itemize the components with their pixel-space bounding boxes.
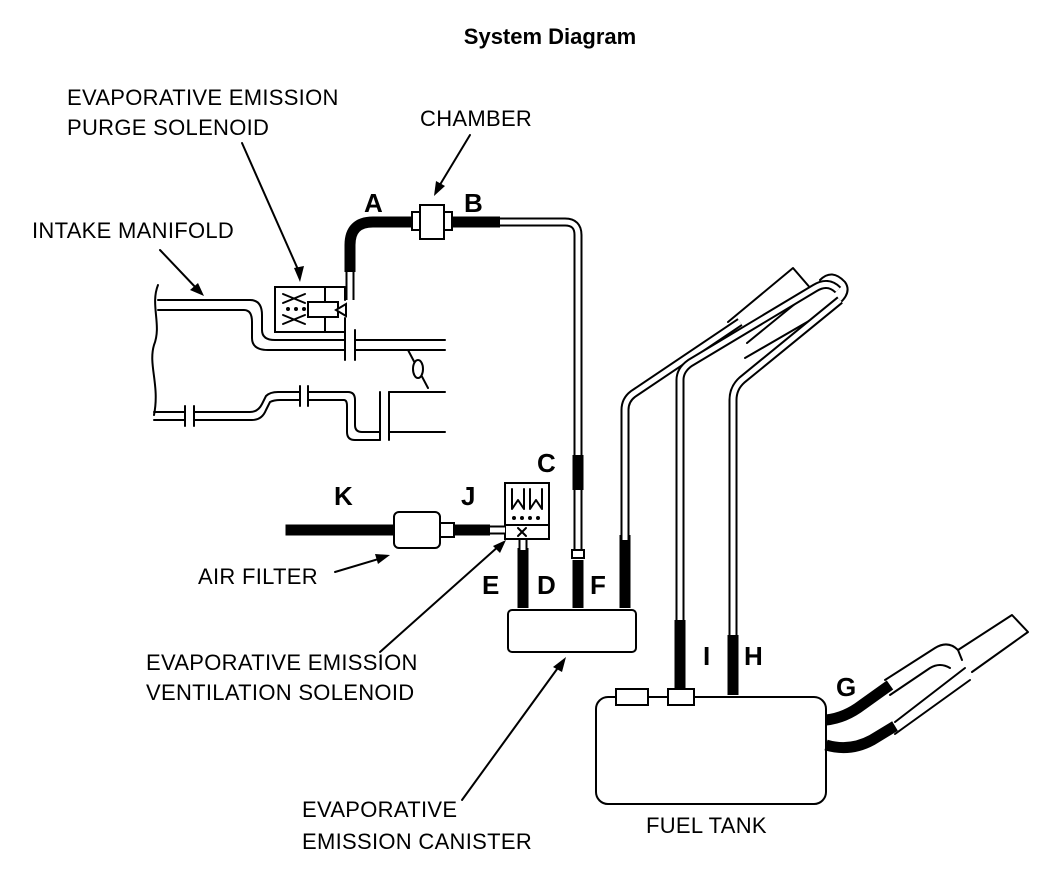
intake-manifold [151,284,446,441]
hose-letter-j: J [461,481,475,511]
chamber [411,204,453,240]
hose-letter-e: E [482,570,499,600]
label-canister-line2: EMISSION CANISTER [302,829,532,854]
hose-g-lower [824,721,898,754]
hose-letter-a: A [364,188,383,218]
label-canister-line1: EVAPORATIVE [302,797,457,822]
purge-solenoid [274,286,347,333]
label-air-filter: AIR FILTER [198,564,318,589]
hose-letter-b: B [464,188,483,218]
vent-solenoid [504,482,550,540]
leader-lines [159,134,566,801]
label-vent-solenoid-line1: EVAPORATIVE EMISSION [146,650,418,675]
label-chamber: CHAMBER [420,106,532,131]
hose-letter-g: G [836,672,856,702]
filler-neck [675,267,849,635]
diagram-title: System Diagram [464,24,636,49]
hose-letter-c: C [537,448,556,478]
label-fuel-tank: FUEL TANK [646,813,767,838]
air-filter [393,511,441,549]
hose-letter-d: D [537,570,556,600]
label-purge-solenoid-line2: PURGE SOLENOID [67,115,269,140]
label-intake-manifold: INTAKE MANIFOLD [32,218,234,243]
hose-g [825,680,894,726]
hose-letter-i: I [703,641,710,671]
hose-a [344,216,412,272]
label-vent-solenoid-line2: VENTILATION SOLENOID [146,680,414,705]
fuel-tank [595,688,827,805]
hose-letter-k: K [334,481,353,511]
hose-letter-f: F [590,570,606,600]
evap-canister [507,609,637,653]
hose-letter-h: H [744,641,763,671]
label-purge-solenoid-line1: EVAPORATIVE EMISSION [67,85,339,110]
